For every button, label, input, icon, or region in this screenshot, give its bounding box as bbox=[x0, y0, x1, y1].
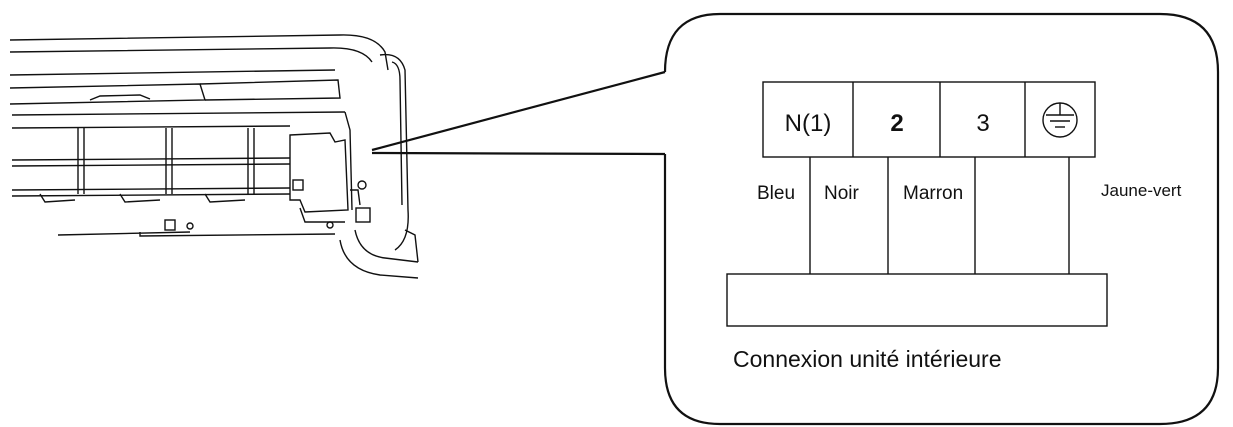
ground-icon bbox=[1042, 102, 1078, 138]
wire-label-jaune-vert: Jaune-vert bbox=[1101, 181, 1182, 200]
wire-label-bleu: Bleu bbox=[757, 183, 795, 204]
terminal-2-label: 2 bbox=[890, 110, 903, 137]
wires bbox=[809, 157, 1070, 274]
indoor-connection-block bbox=[726, 273, 1108, 327]
terminal-1-label: N(1) bbox=[785, 110, 832, 137]
callout-line-top bbox=[371, 70, 666, 152]
terminal-3-label: 3 bbox=[976, 110, 989, 137]
wire-label-noir: Noir bbox=[824, 183, 860, 204]
callout-frame bbox=[663, 12, 1220, 426]
caption: Connexion unité intérieure bbox=[733, 346, 1002, 372]
indoor-unit-illustration bbox=[9, 34, 419, 279]
terminal-block: N(1) 2 3 bbox=[762, 81, 1096, 158]
wire-label-marron: Marron bbox=[903, 183, 963, 204]
callout-line-bottom bbox=[371, 151, 666, 156]
terminal-block-frame bbox=[762, 81, 1096, 158]
